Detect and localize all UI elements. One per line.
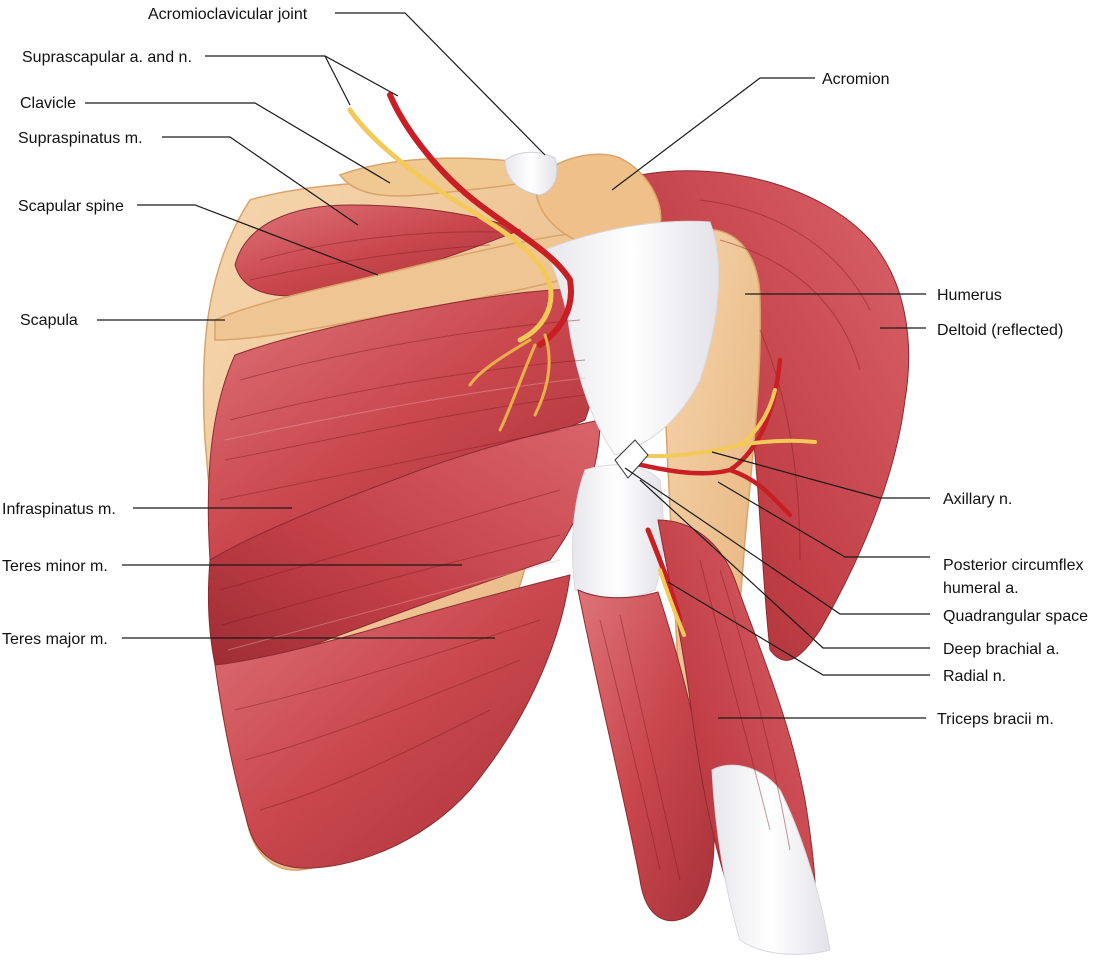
- labels: Acromioclavicular joint Suprascapular a.…: [2, 6, 1088, 728]
- radial-nerve: [658, 568, 686, 637]
- leader-clavicle: [85, 102, 391, 184]
- label-triceps: Triceps bracii m.: [937, 711, 1054, 728]
- label-posterior-circumflex-2: humeral a.: [943, 580, 1019, 597]
- leader-posterior-circumflex: [717, 481, 930, 558]
- leader-quadrangular: [624, 467, 930, 615]
- ac-joint-ligament: [504, 151, 558, 196]
- leader-acromion: [611, 77, 815, 191]
- label-supraspinatus: Supraspinatus m.: [18, 130, 143, 147]
- label-posterior-circumflex-1: Posterior circumflex: [943, 557, 1083, 574]
- quadrangular-space-marker: [614, 439, 649, 479]
- label-teres-major: Teres major m.: [2, 631, 108, 648]
- label-radial-n: Radial n.: [943, 668, 1006, 685]
- leader-lines: [85, 12, 930, 719]
- leader-ac-joint: [335, 12, 546, 156]
- rotator-cuff-tendon: [544, 220, 720, 456]
- label-suprascapular: Suprascapular a. and n.: [22, 49, 192, 66]
- leader-radial: [667, 581, 930, 676]
- leader-suprascapular-2: [324, 55, 351, 106]
- label-acromioclavicular-joint: Acromioclavicular joint: [148, 6, 308, 23]
- label-scapular-spine: Scapular spine: [18, 198, 124, 215]
- label-infraspinatus: Infraspinatus m.: [2, 501, 116, 518]
- label-deltoid: Deltoid (reflected): [937, 322, 1063, 339]
- triceps-long-head: [577, 589, 715, 922]
- label-acromion: Acromion: [822, 71, 890, 88]
- deep-brachial-artery: [645, 527, 683, 623]
- leader-scapular-spine: [137, 204, 379, 276]
- label-deep-brachial: Deep brachial a.: [943, 641, 1060, 658]
- illustration: [202, 92, 910, 955]
- muscle-fibers: [219, 199, 871, 881]
- triceps-upper-tendon: [571, 464, 664, 598]
- axillary-nerve: [623, 388, 817, 459]
- label-humerus: Humerus: [937, 287, 1002, 304]
- leader-supraspinatus: [162, 136, 359, 226]
- label-axillary-n: Axillary n.: [943, 491, 1012, 508]
- label-scapula: Scapula: [20, 312, 78, 329]
- leader-deep-brachial: [639, 479, 930, 649]
- label-clavicle: Clavicle: [20, 95, 76, 112]
- leader-suprascapular: [205, 55, 399, 97]
- suprascapular-artery: [387, 92, 574, 348]
- teres-major-muscle: [214, 574, 571, 869]
- label-teres-minor: Teres minor m.: [2, 558, 108, 575]
- leader-axillary: [711, 451, 930, 499]
- suprascapular-branches: [468, 333, 551, 432]
- triceps-distal-tendon: [711, 764, 831, 955]
- label-quadrangular-space: Quadrangular space: [943, 608, 1088, 625]
- suprascapular-nerve: [347, 107, 554, 343]
